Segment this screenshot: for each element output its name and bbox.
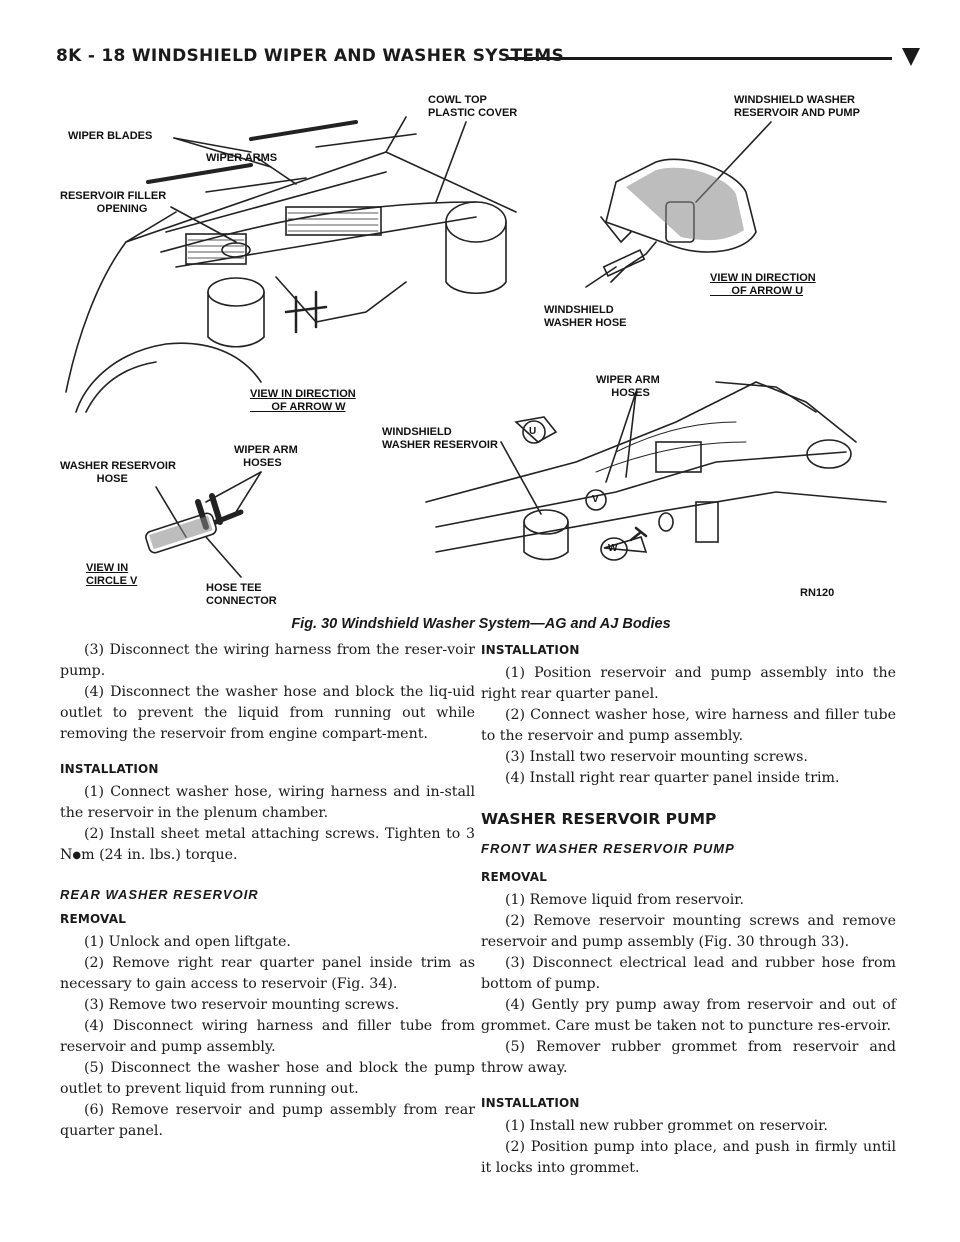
label-wiper-arm-hoses-left: WIPER ARM HOSES	[234, 444, 298, 469]
paragraph: (5) Remover rubber grommet from reservoi…	[481, 1039, 896, 1076]
label-view-arrow-u: VIEW IN DIRECTION OF ARROW U	[710, 272, 816, 297]
page-header: 8K - 18 WINDSHIELD WIPER AND WASHER SYST…	[56, 44, 920, 72]
paragraph: (5) Disconnect the washer hose and block…	[60, 1060, 475, 1097]
label-wiper-arm-hoses-right: WIPER ARM HOSES	[596, 374, 660, 399]
heading-front-washer-reservoir-pump: FRONT WASHER RESERVOIR PUMP	[481, 841, 735, 856]
label-washer-reservoir-hose: WASHER RESERVOIR HOSE	[60, 460, 176, 485]
paragraph: (3) Disconnect electrical lead and rubbe…	[481, 955, 896, 992]
heading-removal: REMOVAL	[60, 912, 127, 926]
paragraph: (2) Remove reservoir mounting screws and…	[481, 913, 896, 950]
marker-v: V	[592, 494, 599, 505]
paragraph: (2) Remove right rear quarter panel insi…	[60, 955, 475, 992]
header-rule	[508, 57, 892, 60]
label-wiper-blades: WIPER BLADES	[68, 130, 153, 142]
paragraph: (4) Disconnect the washer hose and block…	[60, 684, 475, 742]
heading-installation: INSTALLATION	[60, 762, 159, 776]
heading-removal: REMOVAL	[481, 870, 548, 884]
torque-text-end: m (24 in. lbs.) torque.	[81, 847, 238, 863]
figure-caption: Fig. 30 Windshield Washer System—AG and …	[291, 616, 671, 632]
paragraph: (2) Position pump into place, and push i…	[481, 1139, 896, 1176]
paragraph: (1) Install new rubber grommet on reserv…	[505, 1118, 828, 1134]
page-title: 8K - 18 WINDSHIELD WIPER AND WASHER SYST…	[56, 46, 565, 66]
heading-washer-reservoir-pump: WASHER RESERVOIR PUMP	[481, 810, 717, 828]
marker-u: U	[529, 426, 537, 437]
paragraph: (3) Disconnect the wiring harness from t…	[60, 642, 475, 679]
label-windshield-washer-hose: WINDSHIELD WASHER HOSE	[544, 304, 627, 329]
paragraph: (4) Install right rear quarter panel ins…	[505, 770, 840, 786]
label-hose-tee-connector: HOSE TEE CONNECTOR	[206, 582, 277, 607]
triangle-mark-icon	[902, 48, 920, 66]
label-windshield-washer-reservoir: WINDSHIELD WASHER RESERVOIR	[382, 426, 498, 451]
label-cowl-top-plastic-cover: COWL TOP PLASTIC COVER	[428, 94, 518, 119]
left-column: (3) Disconnect the wiring harness from t…	[60, 640, 475, 1142]
windshield-washer-illustration	[65, 116, 887, 578]
label-view-arrow-w: VIEW IN DIRECTION OF ARROW W	[250, 388, 356, 413]
label-reservoir-filler-opening: RESERVOIR FILLER OPENING	[60, 190, 167, 215]
paragraph: (4) Disconnect wiring harness and filler…	[60, 1018, 475, 1055]
paragraph-torque: (2) Install sheet metal attaching screws…	[60, 824, 475, 866]
heading-rear-washer-reservoir: REAR WASHER RESERVOIR	[60, 887, 259, 902]
label-wiper-arms: WIPER ARMS	[206, 152, 278, 164]
paragraph: (3) Install two reservoir mounting screw…	[505, 749, 808, 765]
paragraph: (2) Connect washer hose, wire harness an…	[481, 707, 896, 744]
paragraph: (1) Connect washer hose, wiring harness …	[60, 784, 475, 821]
label-washer-reservoir-and-pump: WINDSHIELD WASHER RESERVOIR AND PUMP	[734, 94, 860, 119]
marker-w: W	[608, 543, 618, 554]
label-view-in-circle-v: VIEW IN CIRCLE V	[86, 562, 138, 587]
paragraph: (1) Position reservoir and pump assembly…	[481, 665, 896, 702]
torque-text-start: (2) Install sheet metal attaching screws…	[60, 826, 475, 863]
paragraph: (6) Remove reservoir and pump assembly f…	[60, 1102, 475, 1139]
newton-meter-dot: ●	[72, 850, 82, 861]
paragraph: (1) Unlock and open liftgate.	[84, 934, 291, 950]
paragraph: (1) Remove liquid from reservoir.	[505, 892, 745, 908]
heading-installation: INSTALLATION	[481, 1096, 580, 1110]
heading-installation: INSTALLATION	[481, 643, 580, 657]
paragraph: (4) Gently pry pump away from reservoir …	[481, 997, 896, 1034]
right-column: INSTALLATION (1) Position reservoir and …	[481, 640, 896, 1179]
label-figure-code: RN120	[800, 587, 835, 599]
paragraph: (3) Remove two reservoir mounting screws…	[84, 997, 400, 1013]
figure-30: WIPER BLADES WIPER ARMS RESERVOIR FILLER…	[56, 82, 906, 614]
